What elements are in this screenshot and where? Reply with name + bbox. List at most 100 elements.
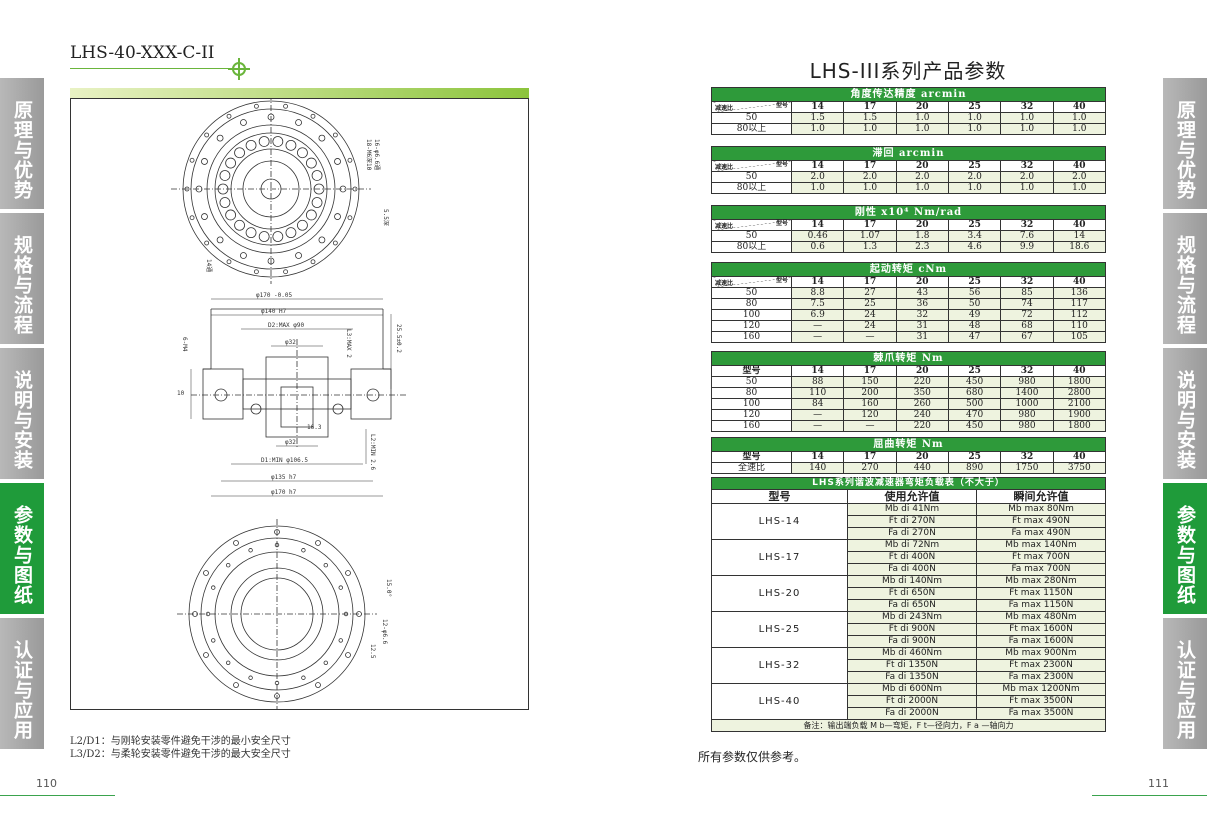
bearing-roller (225, 209, 237, 221)
bolt-hole (274, 529, 280, 535)
bolt-hole (189, 215, 195, 221)
bolt-hole (315, 682, 321, 688)
table-cell: 2.0 (947, 171, 1002, 183)
bearing-roller (245, 227, 257, 239)
allow-value-cell: Mb di 243Nm (847, 611, 977, 624)
allow-value-cell: Ft di 270N (847, 515, 977, 528)
technical-drawing: φ170 -0.05 φ140 H7 D2:MAX φ90 φ32 φ32 16… (70, 98, 529, 710)
table-cell: 220 (895, 376, 949, 388)
dim-d32a: φ32 (285, 339, 296, 346)
dim-d170-bot: φ170 h7 (271, 489, 297, 496)
side-tab-install[interactable]: 说明与安装 (0, 348, 44, 479)
bolt-hole (254, 103, 259, 109)
side-tab-principle-r[interactable]: 原理与优势 (1163, 78, 1207, 209)
table-cell: 84 (790, 398, 845, 410)
model-header: 25 (947, 219, 1002, 231)
table-cell: 1.0 (1000, 182, 1054, 194)
table-cell: 1.3 (843, 241, 897, 253)
table-cell: 1.8 (895, 230, 949, 242)
bolt-hole (310, 259, 316, 265)
table-cell: 1.0 (1052, 182, 1107, 194)
table-cell: 110 (1052, 320, 1107, 332)
mounting-hole (334, 158, 341, 165)
table-cell: 120 (843, 409, 897, 421)
side-tab-params[interactable]: 参数与图纸 (0, 483, 44, 614)
side-tab-cert-r[interactable]: 认证与应用 (1163, 618, 1207, 749)
table-cell: — (790, 331, 845, 343)
diag-ratio-label: 减速比 (715, 164, 734, 171)
table-cell: 50 (947, 298, 1002, 310)
table-cell: 110 (790, 387, 845, 399)
table-cell: 68 (1000, 320, 1054, 332)
load-table-header: 瞬间允许值 (976, 489, 1106, 504)
note-l2d1: L2/D1：与刚轮安装零件避免干涉的最小安全尺寸 (70, 736, 291, 747)
table-cell: 1.0 (895, 123, 949, 135)
table-cell: 67 (1000, 331, 1054, 343)
bolt-hole (345, 652, 351, 658)
bolt-hole (274, 693, 280, 699)
table-cell: 3.4 (947, 230, 1002, 242)
side-tab-spec-r[interactable]: 规格与流程 (1163, 213, 1207, 344)
side-tab-principle[interactable]: 原理与优势 (0, 78, 44, 209)
load-table-title: LHS系列谐波减速器弯矩负载表（不大于） (711, 477, 1106, 490)
table-cell: 1.0 (790, 182, 845, 194)
load-model-cell: LHS-25 (711, 611, 848, 648)
side-tab-spec[interactable]: 规格与流程 (0, 213, 44, 344)
dim-d16: 16.3 (307, 424, 322, 431)
page-line-right (1092, 795, 1207, 796)
table-cell: 2.0 (790, 171, 845, 183)
bolt-hole (192, 611, 198, 617)
small-hole (248, 675, 253, 680)
model-header: 17 (843, 219, 897, 231)
table-cell: 36 (895, 298, 949, 310)
table-cell: 31 (895, 320, 949, 332)
diag-ratio-label: 减速比 (715, 280, 734, 287)
small-hole (226, 660, 231, 665)
side-tab-params-r[interactable]: 参数与图纸 (1163, 483, 1207, 614)
table-cell: 112 (1052, 309, 1107, 321)
table-cell: 80 (711, 387, 792, 399)
table-cell: 7.5 (790, 298, 845, 310)
side-tab-cert[interactable]: 认证与应用 (0, 618, 44, 749)
table-cell: 74 (1000, 298, 1054, 310)
small-hole (248, 548, 253, 553)
bolt-hole (226, 113, 232, 119)
instant-value-cell: Ft max 3500N (976, 695, 1106, 708)
table-cell: 1000 (1000, 398, 1054, 410)
model-header: 20 (895, 101, 949, 113)
table-cell: 80以上 (711, 123, 792, 135)
table-cell: 160 (711, 331, 792, 343)
table-title: 刚性 x10⁴ Nm/rad (711, 205, 1106, 220)
table-cell: 980 (1000, 420, 1054, 432)
model-header: 40 (1052, 101, 1107, 113)
bolt-hole (254, 269, 259, 275)
model-header: 25 (947, 101, 1002, 113)
table-cell: 500 (947, 398, 1002, 410)
model-header: 40 (1052, 365, 1107, 377)
table-cell: 50 (711, 171, 792, 183)
table-cell: 1.0 (1052, 112, 1107, 124)
mounting-hole (240, 119, 247, 126)
table-cell: 1.0 (1000, 123, 1054, 135)
table-cell: 80以上 (711, 182, 792, 194)
allow-value-cell: Ft di 650N (847, 587, 977, 600)
table-cell: 85 (1000, 287, 1054, 299)
model-header: 20 (895, 276, 949, 288)
model-header: 14 (790, 276, 845, 288)
side-tab-install-r[interactable]: 说明与安装 (1163, 348, 1207, 479)
